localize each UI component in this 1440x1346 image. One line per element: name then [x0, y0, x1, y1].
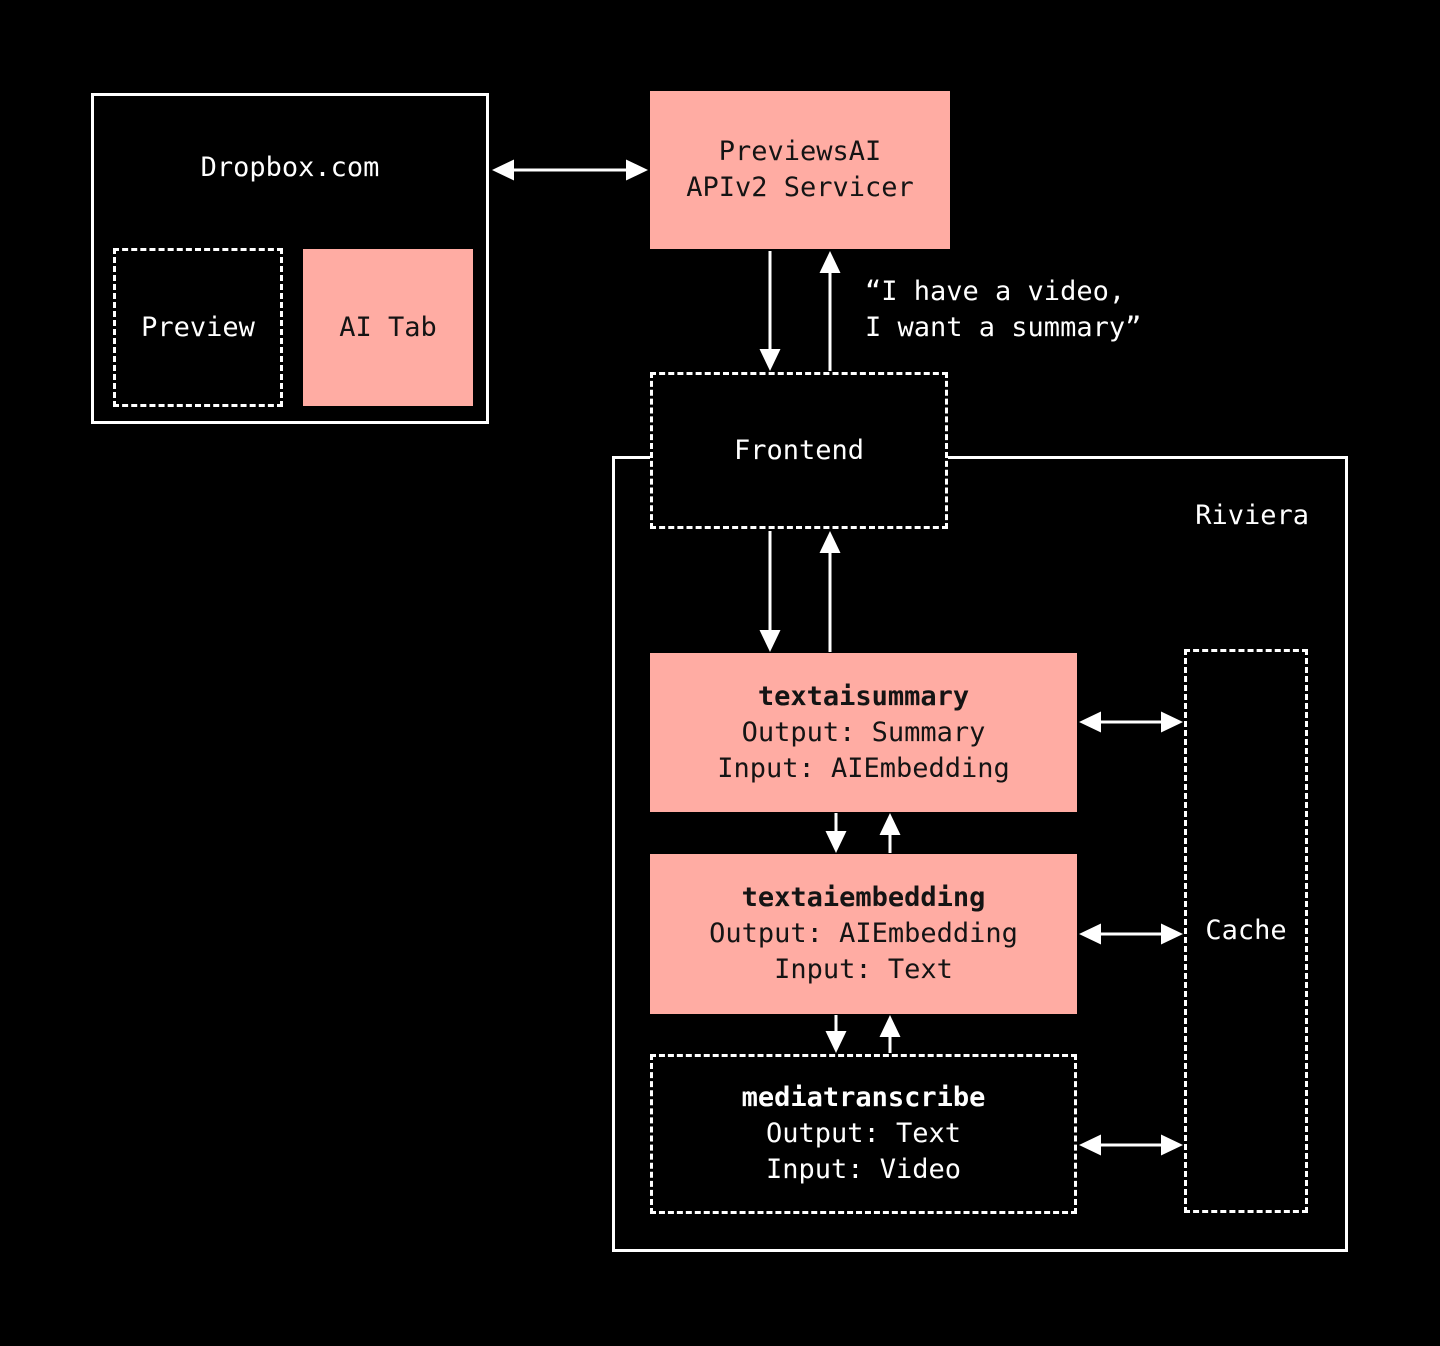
dropbox-title: Dropbox.com: [200, 152, 380, 183]
service-mediatranscribe: mediatranscribe Output: Text Input: Vide…: [650, 1054, 1077, 1214]
service-output: Output: Summary: [741, 716, 986, 748]
riviera-label: Riviera: [1195, 500, 1309, 531]
preview-label: Preview: [141, 311, 255, 343]
arrow-dropbox-previewsai: [492, 159, 648, 181]
quote-line1: “I have a video,: [865, 276, 1126, 307]
quote-annotation: “I have a video, I want a summary”: [865, 274, 1141, 346]
service-input: Input: Text: [774, 954, 953, 985]
quote-line2: I want a summary”: [865, 312, 1142, 343]
service-output: Output: Text: [765, 1118, 962, 1149]
service-textaisummary: textaisummary Output: Summary Input: AIE…: [650, 653, 1077, 812]
cache-box: Cache: [1184, 649, 1308, 1213]
ai-tab-box: AI Tab: [303, 249, 473, 406]
service-output: Output: AIEmbedding: [709, 918, 1018, 949]
previewsai-line1: PreviewsAI: [718, 136, 882, 167]
service-textaiembedding: textaiembedding Output: AIEmbedding Inpu…: [650, 854, 1077, 1014]
service-input: Input: AIEmbedding: [717, 752, 1010, 784]
frontend-box: Frontend: [650, 372, 948, 529]
previewsai-box: PreviewsAI APIv2 Servicer: [650, 91, 950, 249]
service-name: mediatranscribe: [741, 1082, 986, 1113]
previewsai-line2: APIv2 Servicer: [686, 172, 914, 203]
preview-box: Preview: [113, 248, 283, 407]
service-name: textaisummary: [757, 680, 970, 712]
ai-tab-label: AI Tab: [339, 311, 437, 343]
dropbox-box: Dropbox.com Preview AI Tab: [91, 93, 489, 424]
riviera-container: Riviera: [612, 456, 1348, 1252]
service-input: Input: Video: [765, 1154, 962, 1185]
cache-label: Cache: [1205, 915, 1287, 946]
service-name: textaiembedding: [741, 882, 986, 913]
arrow-previewsai-to-frontend: [759, 251, 781, 371]
arrow-frontend-to-previewsai: [819, 251, 841, 371]
frontend-label: Frontend: [733, 434, 865, 466]
